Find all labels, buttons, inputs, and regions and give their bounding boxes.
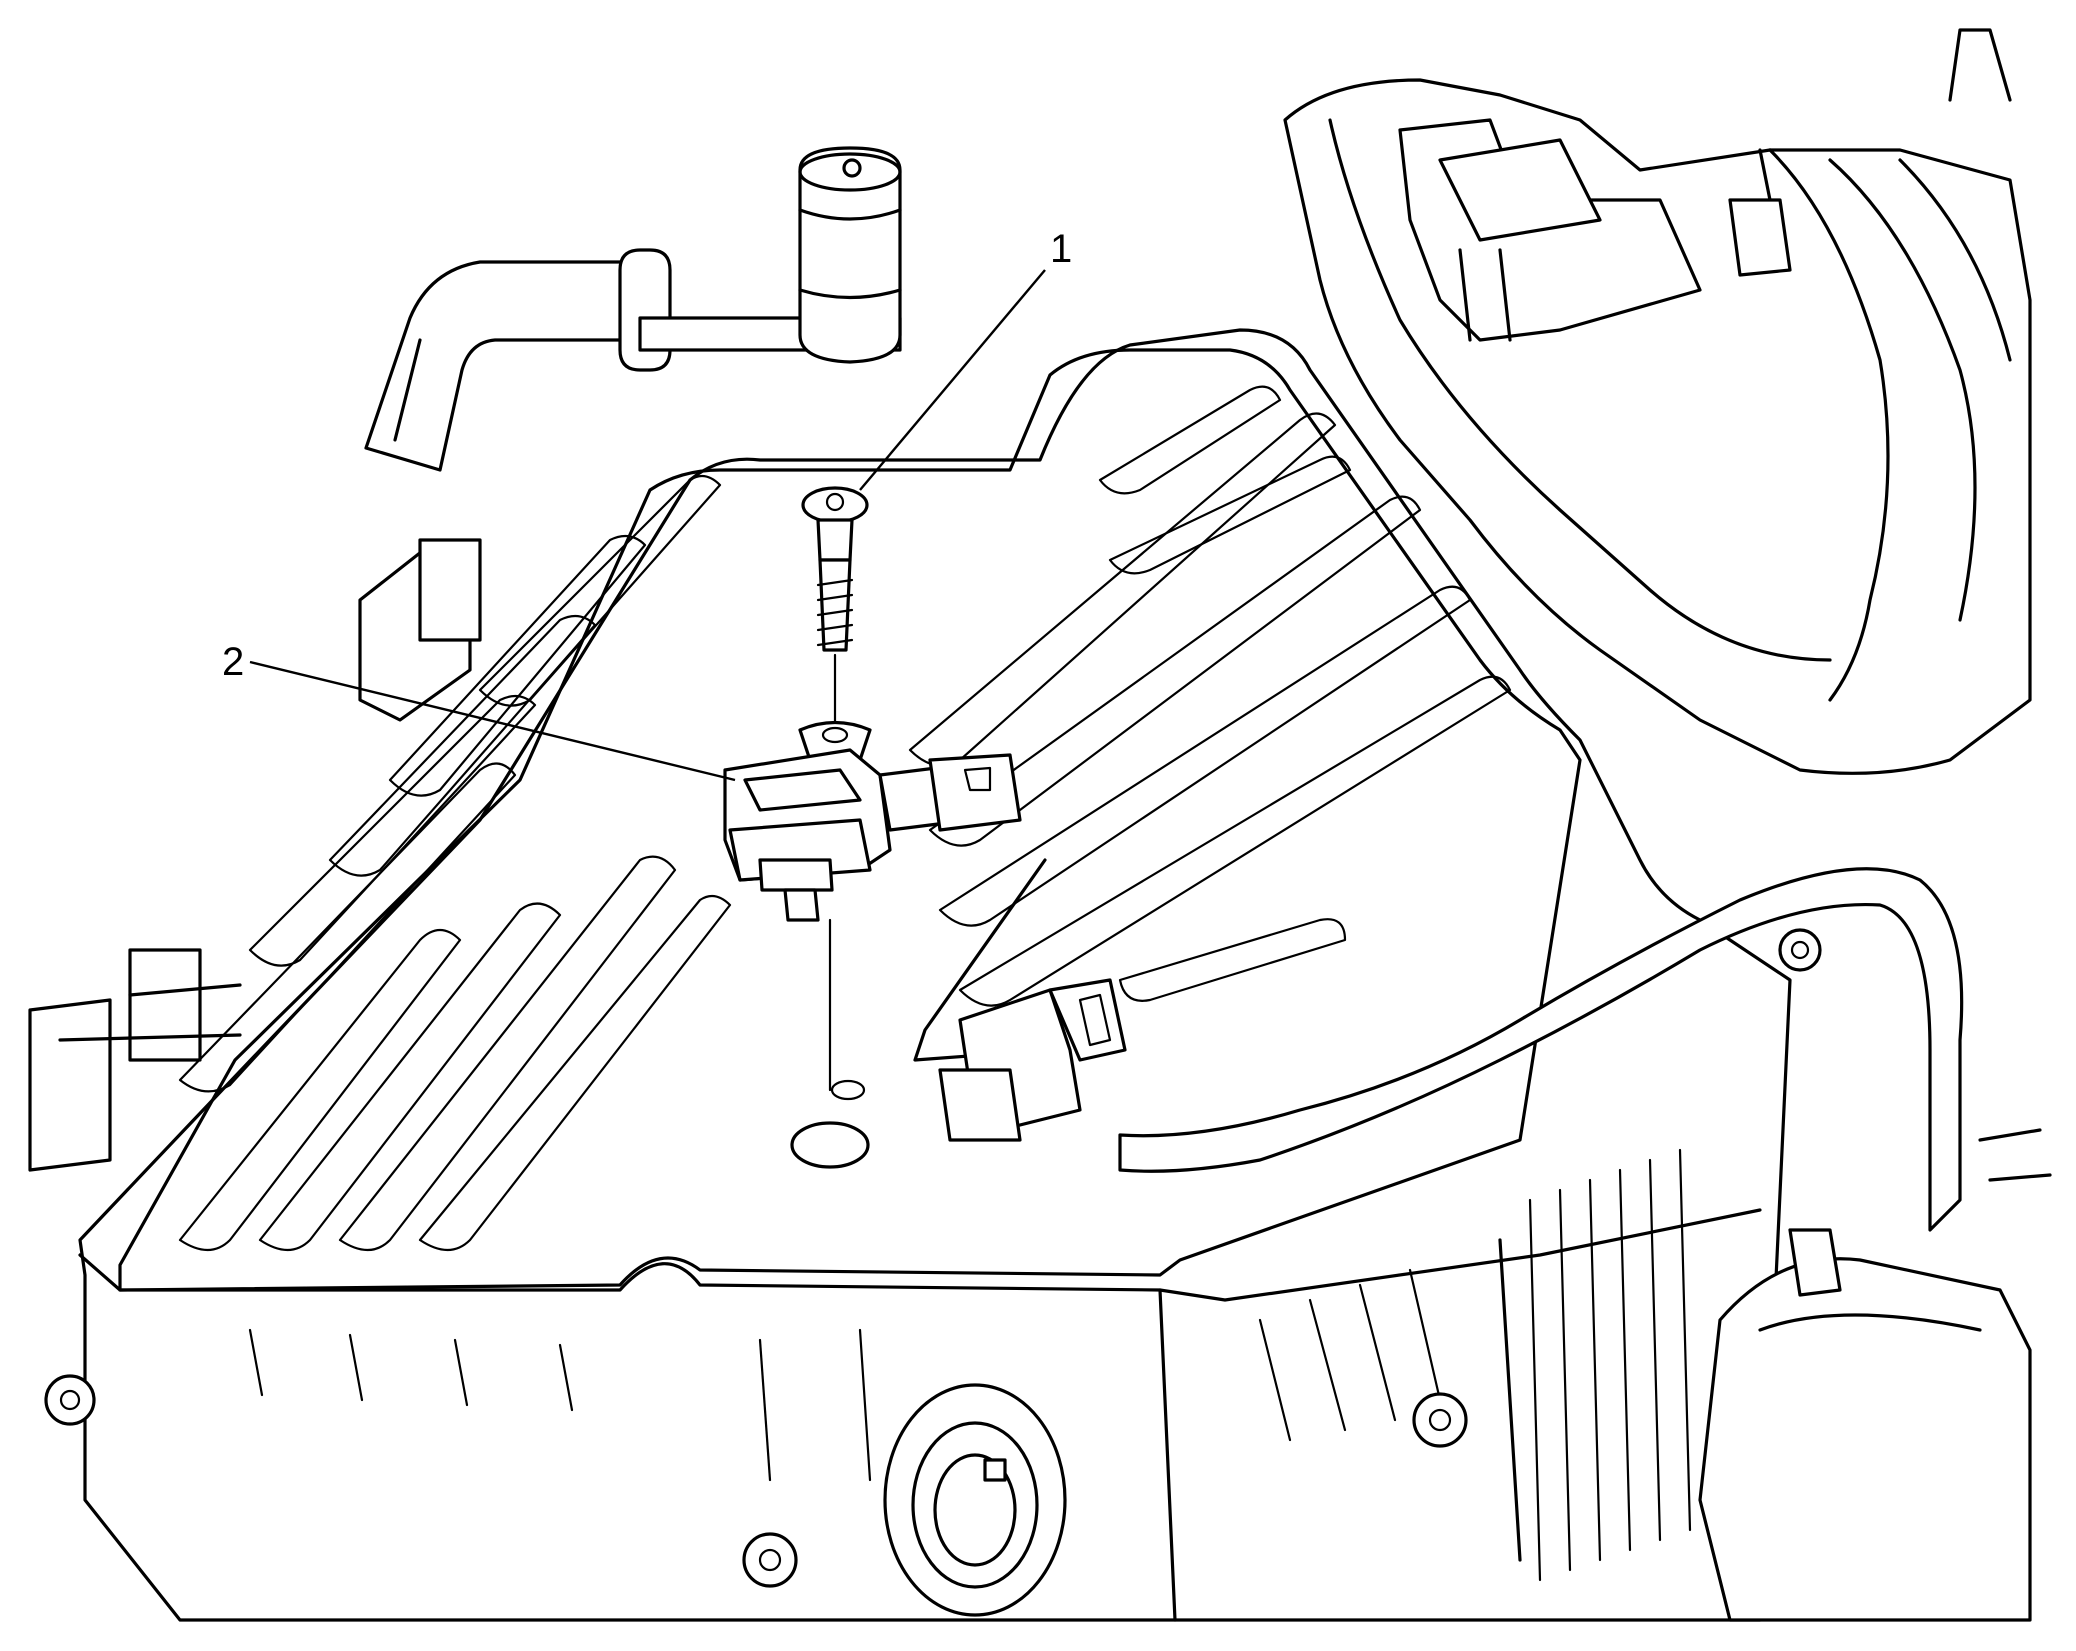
sensor-screw (801, 486, 869, 732)
housing-clips-left (28, 538, 482, 1172)
callout-1: 1 (859, 227, 1072, 491)
callout-1-leader-line (859, 269, 1046, 491)
wiring-harness (1118, 867, 1964, 1232)
sensor-mounting-hole (790, 1079, 870, 1169)
housing-outlet-port (883, 1383, 1067, 1617)
mass-airflow-sensor-upper (1398, 118, 1792, 342)
lower-right-components (1698, 1128, 2052, 1622)
callout-number-1: 1 (1050, 227, 1072, 271)
callout-2-leader-line (249, 660, 736, 782)
housing-side-ribs (248, 1148, 1692, 1582)
hose-cap (798, 146, 902, 364)
callout-number-2: 2 (222, 640, 244, 684)
pressure-sensor (723, 720, 1022, 1092)
lid-ribs (178, 385, 1512, 1252)
callout-2: 2 (222, 640, 736, 782)
housing-bolts (44, 928, 1822, 1588)
harness-connector (913, 858, 1127, 1142)
